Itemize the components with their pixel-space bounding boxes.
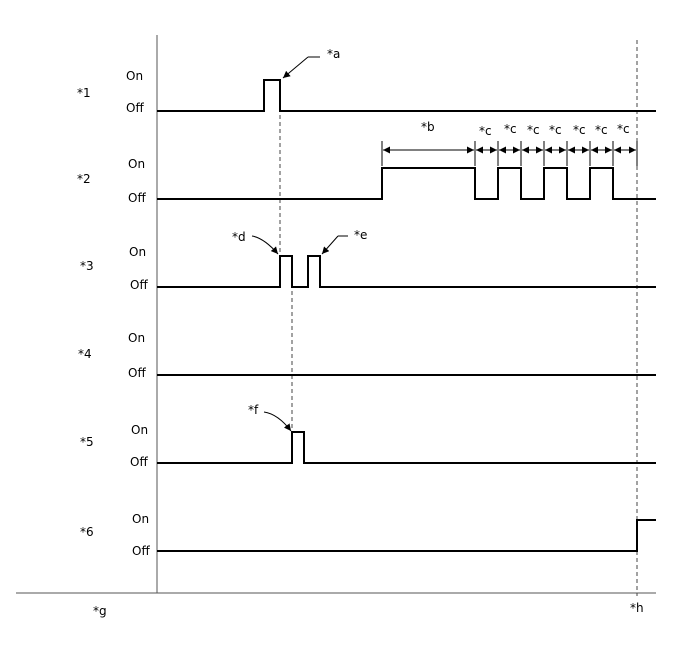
dimension-c-label-6: *c <box>595 123 608 137</box>
callout-f-label: *f <box>248 403 259 417</box>
signal-5-waveform <box>157 431 656 464</box>
signal-4-off-label: Off <box>128 366 146 380</box>
callout-a-arrow <box>282 56 309 79</box>
signal-2-id: *2 <box>77 172 91 186</box>
signal-6-off-label: Off <box>132 544 150 558</box>
signal-3-off-label: Off <box>130 278 148 292</box>
signal-6-id: *6 <box>80 525 94 539</box>
signal-4-on-label: On <box>128 331 145 345</box>
callout-d-label: *d <box>232 230 246 244</box>
dimension-b-label: *b <box>421 120 435 134</box>
signal-5-off-label: Off <box>130 455 148 469</box>
signal-1-waveform <box>157 79 656 112</box>
signal-4-id: *4 <box>78 347 92 361</box>
dimension-c-label-2: *c <box>504 122 517 136</box>
callout-d-leader <box>251 235 279 255</box>
signal-2-waveform <box>157 167 656 200</box>
signal-3-waveform <box>157 255 656 288</box>
dimension-c-label-1: *c <box>479 124 492 138</box>
signal-3-id: *3 <box>80 259 94 273</box>
callout-f-leader <box>263 411 292 432</box>
signal-1-id: *1 <box>77 86 91 100</box>
signal-2-off-label: Off <box>128 191 146 205</box>
signal-1-on-label: On <box>126 69 143 83</box>
signal-6-waveform <box>157 519 656 552</box>
signal-2-on-label: On <box>128 157 145 171</box>
dimension-c-label-7: *c <box>617 122 630 136</box>
callout-e-label: *e <box>354 228 367 242</box>
signal-3-on-label: On <box>129 245 146 259</box>
callout-e-arrow <box>321 235 339 255</box>
dimension-c-label-4: *c <box>549 123 562 137</box>
signal-6-on-label: On <box>132 512 149 526</box>
dimension-c-label-3: *c <box>527 123 540 137</box>
signal-5-on-label: On <box>131 423 148 437</box>
callout-h-label: *h <box>630 601 644 615</box>
callout-g-label: *g <box>93 604 107 618</box>
callout-a-label: *a <box>327 47 340 61</box>
dimension-c-label-5: *c <box>573 123 586 137</box>
signal-1-off-label: Off <box>126 101 144 115</box>
signal-5-id: *5 <box>80 435 94 449</box>
